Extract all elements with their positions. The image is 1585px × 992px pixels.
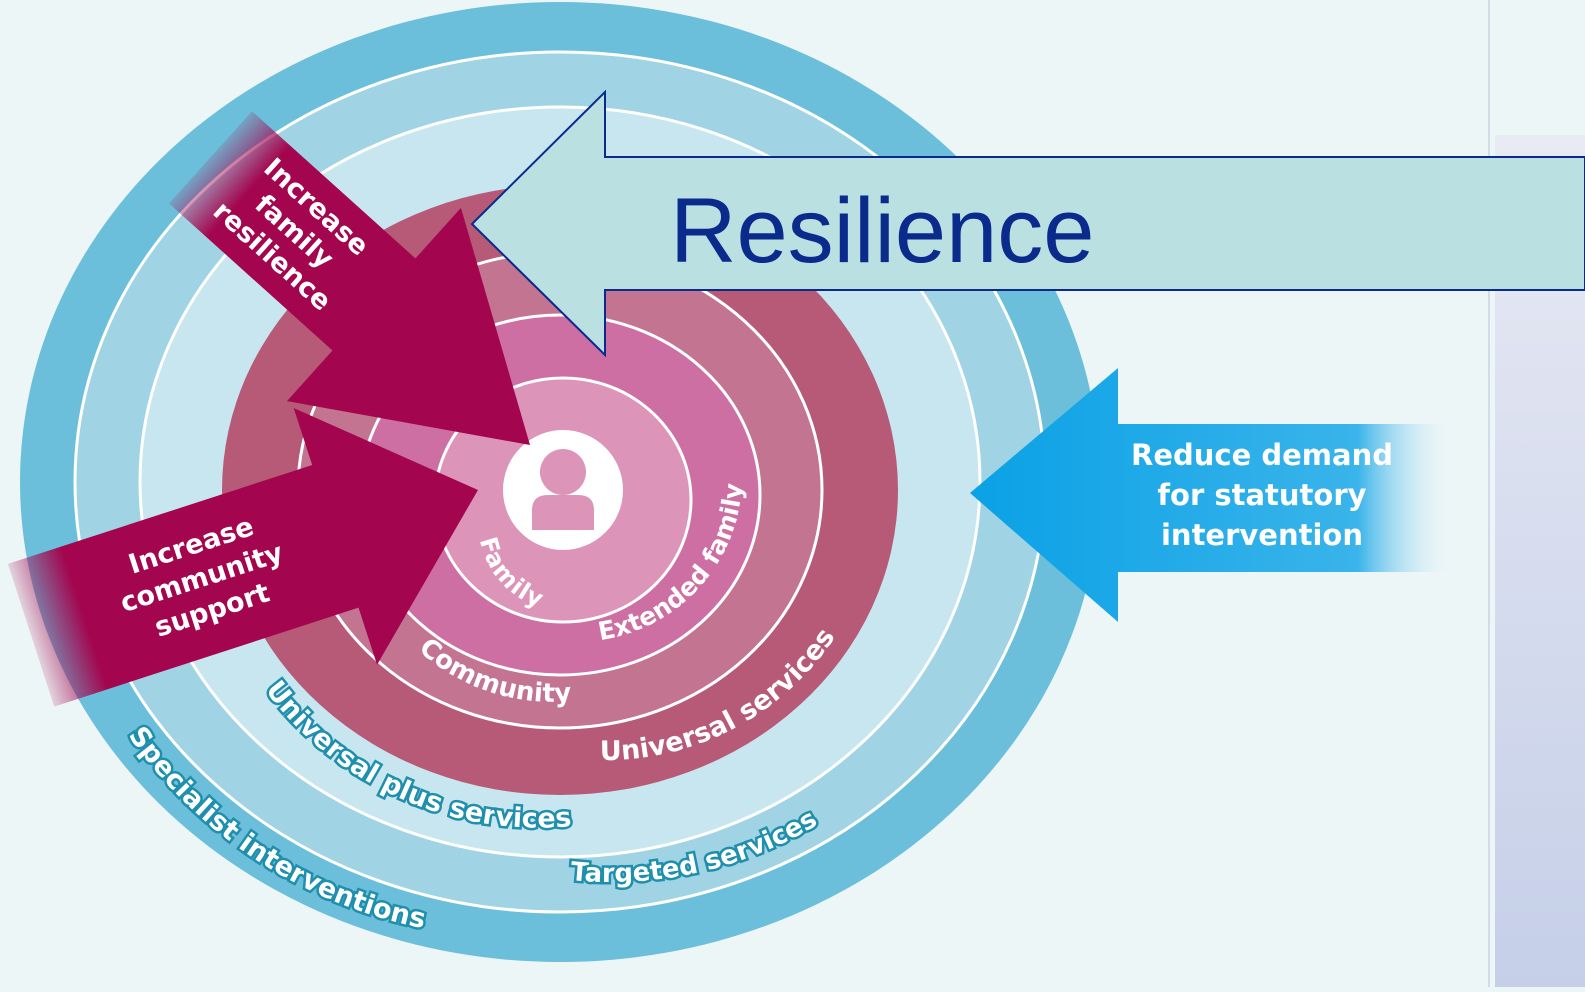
reduce-demand-line-1: Reduce demand — [1131, 438, 1393, 472]
reduce-demand-line-3: intervention — [1161, 518, 1363, 552]
reduce-demand-arrow: Reduce demand for statutory intervention — [970, 368, 1455, 622]
right-panel-border — [1488, 0, 1490, 987]
resilience-arrow: Resilience — [470, 89, 1585, 358]
community-support-arrow: Increase community support — [7, 407, 478, 707]
resilience-title: Resilience — [670, 180, 1094, 282]
person-icon — [503, 430, 623, 550]
reduce-demand-line-2: for statutory — [1157, 478, 1366, 512]
